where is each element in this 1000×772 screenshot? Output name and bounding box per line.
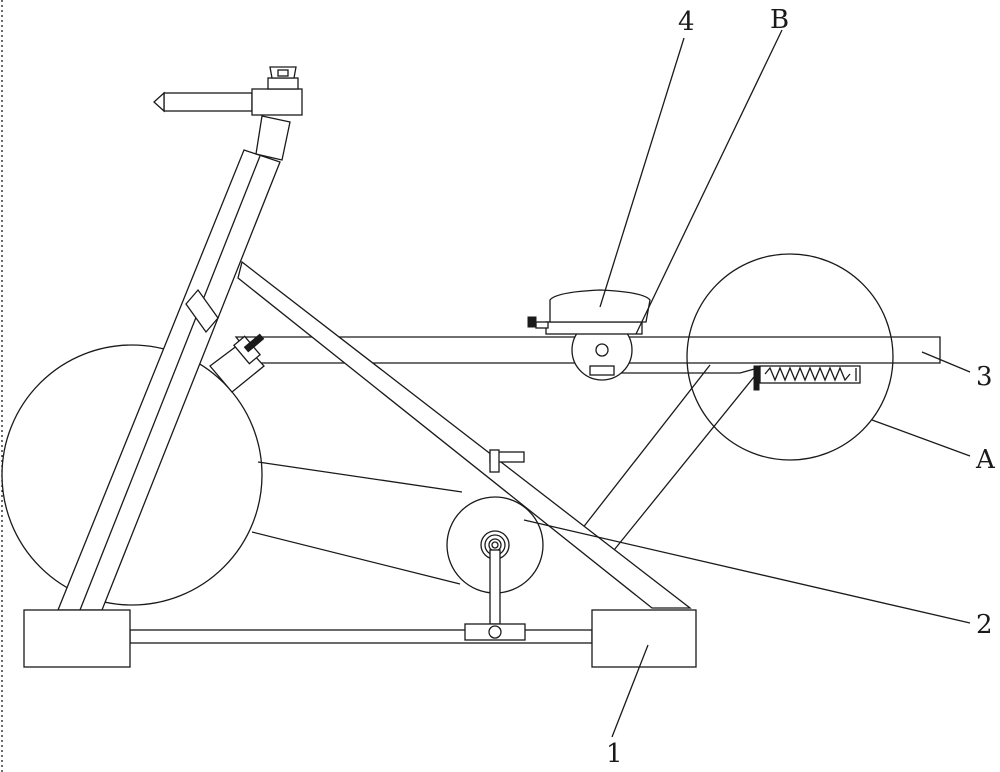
leader-4: [599, 37, 685, 308]
crank-arm: [489, 549, 501, 625]
label-detail-a: A: [975, 445, 996, 475]
belt-upper: [257, 461, 463, 493]
seat-clamp-bolt: [535, 321, 549, 329]
leader-1: [611, 644, 649, 738]
leader-2: [523, 519, 971, 624]
rear-strut-right: [605, 371, 759, 561]
label-part-2: 2: [976, 610, 993, 640]
detail-circle-a: [686, 253, 894, 461]
base-foot-rear: [591, 609, 697, 668]
seat-tube-center: [79, 155, 261, 611]
leader-b: [635, 29, 783, 335]
pedal-post-stem: [489, 449, 500, 473]
resistance-knob-cap: [243, 333, 265, 353]
leader-3: [921, 351, 971, 373]
leader-a: [871, 419, 971, 457]
rear-strut-left: [577, 364, 711, 535]
spring-stopper: [753, 365, 760, 391]
spring-coil: [764, 366, 851, 382]
crank-foot-pin: [488, 625, 502, 639]
handlebar-tip: [153, 91, 165, 113]
belt-lower: [251, 531, 461, 585]
label-part-4: 4: [678, 7, 695, 37]
seat-mount-plate: [545, 321, 643, 335]
label-part-3: 3: [976, 362, 993, 392]
handlebar-cap-detail: [277, 69, 289, 77]
base-foot-front: [23, 609, 131, 668]
seat-post: [255, 115, 291, 161]
handlebar-clamp: [251, 88, 303, 116]
crank-pulley-ring-4: [491, 541, 499, 549]
seat-clamp-knob: [527, 316, 537, 328]
label-part-1: 1: [606, 739, 623, 769]
handlebar-tube: [163, 92, 253, 112]
slider-roller-foot: [589, 365, 615, 376]
label-detail-b: B: [770, 5, 789, 35]
slider-roller-axle: [595, 343, 609, 357]
handlebar-cap-base: [267, 77, 299, 90]
tube-adjust-knob: [185, 288, 219, 334]
diagonal-beam: [237, 260, 692, 609]
